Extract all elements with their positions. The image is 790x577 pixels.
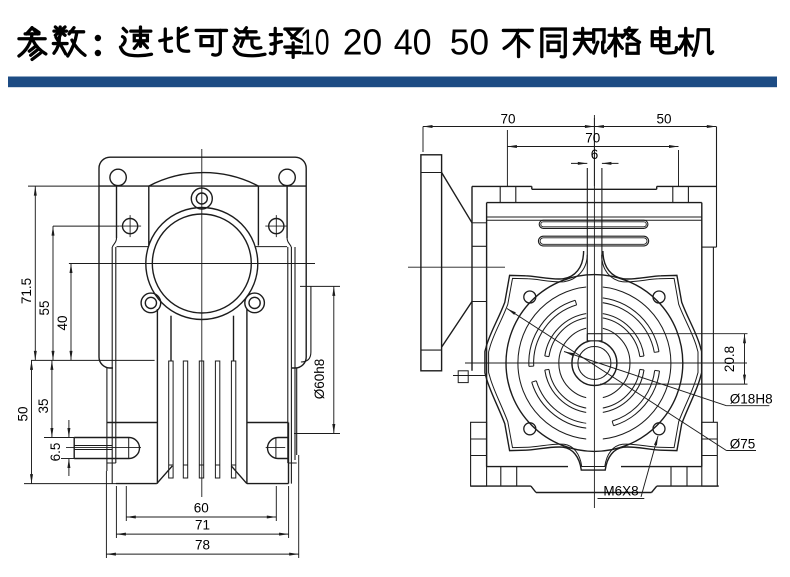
svg-text:20: 20 [343, 21, 382, 62]
svg-text:6: 6 [591, 147, 599, 162]
svg-text:Ø75: Ø75 [730, 436, 756, 451]
svg-text:6.5: 6.5 [48, 443, 63, 462]
svg-text:78: 78 [195, 538, 210, 553]
svg-text:M6X8: M6X8 [603, 484, 638, 499]
svg-text:35: 35 [36, 398, 51, 413]
svg-text:70: 70 [500, 112, 515, 127]
svg-text:50: 50 [16, 406, 31, 421]
svg-text:20.8: 20.8 [722, 346, 737, 372]
svg-text:50: 50 [450, 21, 489, 62]
svg-text:60: 60 [194, 501, 209, 516]
svg-text:71: 71 [195, 518, 210, 533]
svg-text:40: 40 [394, 21, 432, 62]
svg-text:Ø60h8: Ø60h8 [312, 359, 327, 400]
svg-text:40: 40 [55, 315, 70, 330]
svg-text:55: 55 [37, 300, 52, 315]
svg-text:Ø18H8: Ø18H8 [730, 392, 773, 407]
svg-text:10: 10 [300, 21, 330, 62]
svg-text:70: 70 [585, 131, 600, 146]
svg-text:71.5: 71.5 [19, 278, 34, 304]
svg-text:50: 50 [656, 112, 671, 127]
